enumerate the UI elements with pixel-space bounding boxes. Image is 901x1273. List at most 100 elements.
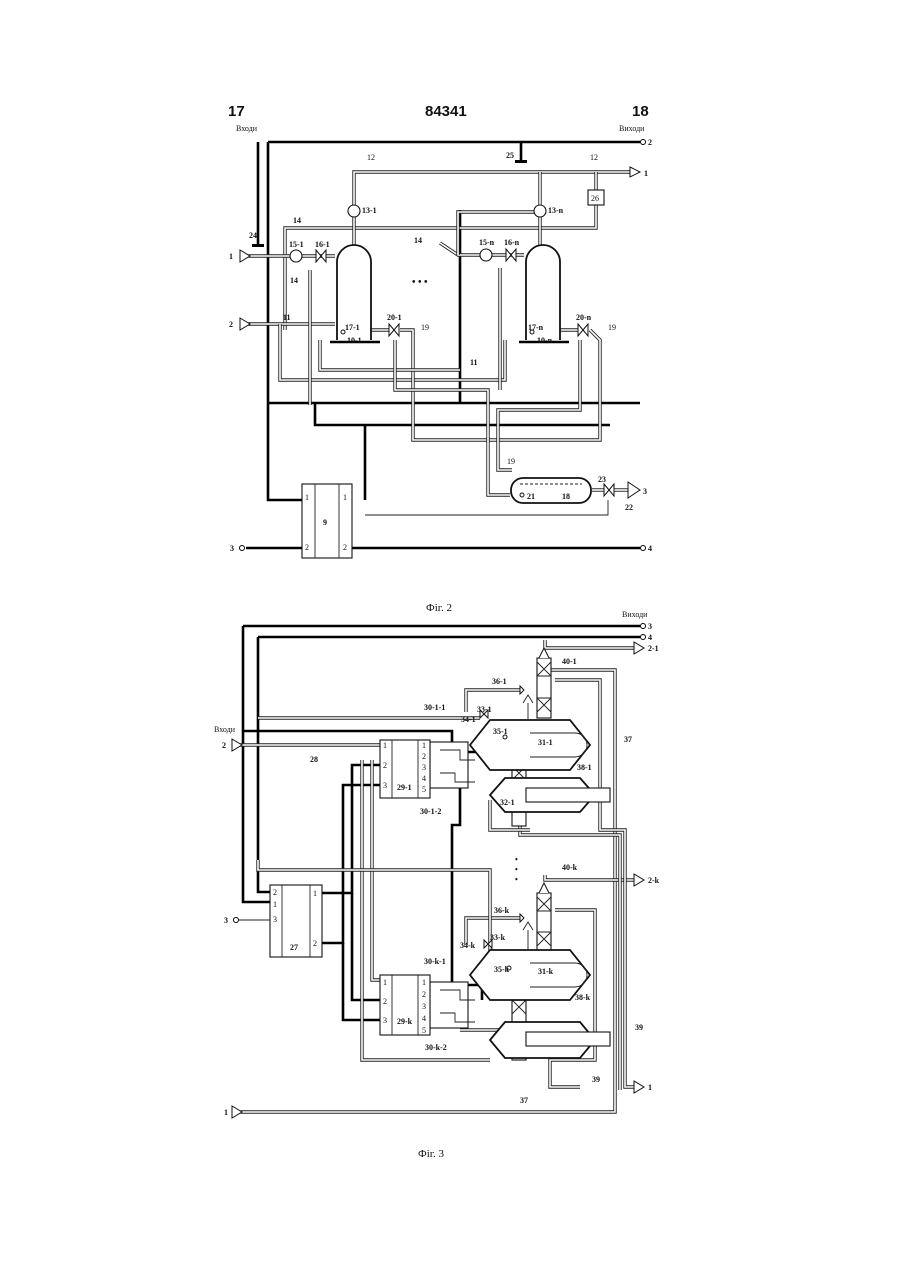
label-18: 18 — [562, 492, 570, 501]
fig3-out2-k-label: 2-k — [648, 876, 660, 885]
port-29-1-in1: 1 — [383, 741, 387, 750]
fig2-outputs-label: Виходи — [619, 124, 645, 133]
label-14b: 14 — [414, 236, 422, 245]
port-29-k-out1: 1 — [422, 978, 426, 987]
fig3-out2-k-arrow — [634, 874, 644, 886]
label-20-1: 20-1 — [387, 313, 402, 322]
fig3-inputs-label: Входи — [214, 725, 236, 734]
fig2-ellipsis: • • • — [412, 277, 428, 288]
label-28: 28 — [310, 755, 318, 764]
label-12b: 12 — [590, 153, 598, 162]
label-30-k-2: 30-k-2 — [425, 1043, 447, 1052]
label-38-k: 38-k — [575, 993, 591, 1002]
fig2-valve-20-n — [578, 324, 588, 336]
fig2-bus-valves — [315, 403, 610, 425]
port-29-k-out4: 4 — [422, 1014, 426, 1023]
label-30-1-2: 30-1-2 — [420, 807, 441, 816]
label-31-1: 31-1 — [538, 738, 553, 747]
fig3-valve-36-1 — [520, 686, 524, 694]
fig3-exchanger-32-1 — [526, 788, 610, 802]
fig3-column-40-1 — [537, 658, 551, 718]
fig2-out4-label: 4 — [648, 544, 652, 553]
port-29-k-in1: 1 — [383, 978, 387, 987]
label-33-1: 33-1 — [477, 705, 492, 714]
port-29-k-out3: 3 — [422, 1002, 426, 1011]
label-26: 26 — [591, 194, 599, 203]
fig3-in1-arrow — [232, 1106, 242, 1118]
port-29-k-out5: 5 — [422, 1026, 426, 1035]
label-34-k: 34-k — [460, 941, 476, 950]
fig3-in3-terminal — [234, 918, 239, 923]
label-34-1: 34-1 — [461, 715, 476, 724]
label-39b: 39 — [592, 1075, 600, 1084]
fig2-sensor-24 — [252, 244, 264, 247]
fig2-out2-label: 2 — [648, 138, 652, 147]
fig3-out3-label: 3 — [648, 622, 652, 631]
fig2-port-2a: 2 — [305, 543, 309, 552]
fig2-port-1b: 1 — [343, 493, 347, 502]
label-20-n: 20-n — [576, 313, 592, 322]
fig2-heater-15-n — [480, 249, 492, 261]
fig2-pipes — [248, 172, 630, 495]
label-35-k: 35-k — [494, 965, 510, 974]
label-17-1: 17-1 — [345, 323, 360, 332]
fig2-out2-terminal — [641, 140, 646, 145]
port-29-1-out5: 5 — [422, 785, 426, 794]
port-29-1-in2: 2 — [383, 761, 387, 770]
fig2-port-1a: 1 — [305, 493, 309, 502]
label-29-k: 29-k — [397, 1017, 413, 1026]
fig3-out2-1-label: 2-1 — [648, 644, 659, 653]
fig2-valve-23 — [604, 484, 614, 496]
label-40-1: 40-1 — [562, 657, 577, 666]
label-35-1: 35-1 — [493, 727, 508, 736]
fig3-out4-label: 4 — [648, 633, 652, 642]
fig2-in1-label: 1 — [229, 252, 233, 261]
fig3-ellipsis-2: • — [515, 865, 518, 874]
fig2-in2-label: 2 — [229, 320, 233, 329]
port-27-out1: 1 — [313, 889, 317, 898]
fig3-in2-arrow — [232, 739, 242, 751]
label-16-n: 16-n — [504, 238, 520, 247]
fig3-caption: Фіг. 3 — [418, 1148, 444, 1160]
fig3-ellipsis-1: • — [515, 855, 518, 864]
fig2-heater-15-1 — [290, 250, 302, 262]
fig3-bus-left-b — [258, 637, 270, 892]
port-29-1-out1: 1 — [422, 741, 426, 750]
fig3-valve-36-k — [520, 914, 524, 922]
label-14c: 14 — [290, 276, 298, 285]
port-27-out2: 2 — [313, 939, 317, 948]
fig3-exchanger-32-k — [526, 1032, 610, 1046]
label-32-1: 32-1 — [500, 798, 515, 807]
fig2-out1-arrow — [630, 167, 640, 177]
fig2-in1-arrow — [240, 250, 250, 262]
label-31-k: 31-k — [538, 967, 554, 976]
label-11a: 11 — [283, 313, 291, 322]
port-29-1-in3: 3 — [383, 781, 387, 790]
label-24: 24 — [249, 231, 257, 240]
fig3-ellipsis-3: • — [515, 875, 518, 884]
fig3-in2-label: 2 — [222, 741, 226, 750]
label-36-1: 36-1 — [492, 677, 507, 686]
port-29-k-in3: 3 — [383, 1016, 387, 1025]
fig3-out1-label: 1 — [648, 1083, 652, 1092]
fig3-arrow-up-k — [523, 922, 533, 930]
port-29-1-out4: 4 — [422, 774, 426, 783]
fig2-compressor-13-1 — [348, 205, 360, 217]
fig2-out4-terminal — [641, 546, 646, 551]
fig2-out3-label: 3 — [643, 487, 647, 496]
fig3-out3-terminal — [641, 624, 646, 629]
label-33-k: 33-k — [490, 933, 506, 942]
port-29-1-out3: 3 — [422, 763, 426, 772]
label-14a: 14 — [293, 216, 301, 225]
fig2-in3-label: 3 — [230, 544, 234, 553]
label-37a: 37 — [624, 735, 632, 744]
label-21: 21 — [527, 492, 535, 501]
fig2-in2-arrow — [240, 318, 250, 330]
label-17-n: 17-n — [528, 323, 544, 332]
label-23: 23 — [598, 475, 606, 484]
label-12a: 12 — [367, 153, 375, 162]
fig2-sensor-25 — [515, 160, 527, 163]
fig3-furnace-31-1 — [470, 720, 590, 770]
label-22: 22 — [625, 503, 633, 512]
